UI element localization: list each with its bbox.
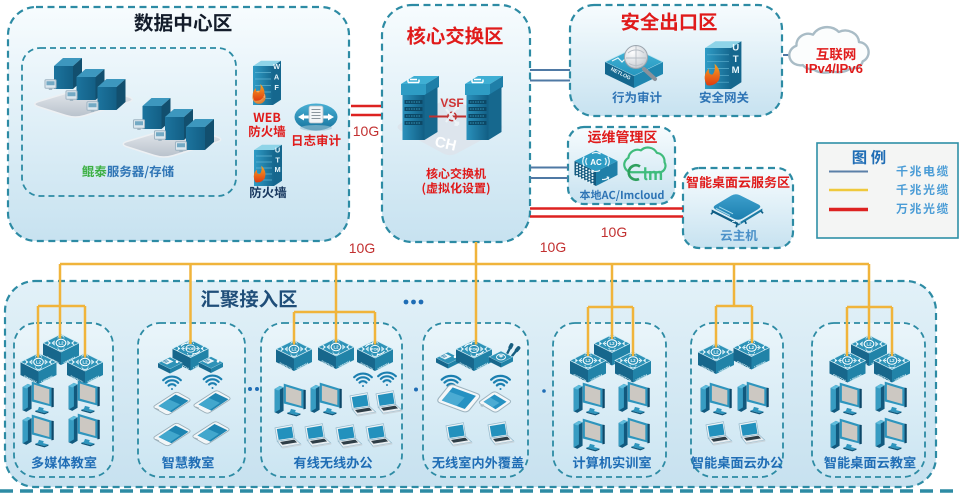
- svg-text:T: T: [275, 155, 280, 164]
- svg-text:L2: L2: [585, 358, 591, 363]
- svg-text:L2: L2: [609, 341, 615, 346]
- svg-text:10500M: 10500M: [718, 365, 731, 374]
- svg-text:10500M: 10500M: [338, 360, 351, 369]
- svg-text:L2: L2: [291, 347, 297, 352]
- svg-text:L2: L2: [866, 342, 872, 347]
- svg-text:L2: L2: [82, 360, 88, 365]
- svg-text:SWITCH: SWITCH: [69, 375, 84, 385]
- svg-text:SWITCH: SWITCH: [320, 360, 335, 370]
- svg-text:SWITCH: SWITCH: [278, 362, 293, 372]
- svg-text:10G: 10G: [540, 239, 566, 255]
- svg-text:POE: POE: [371, 347, 380, 352]
- svg-text:CH: CH: [433, 133, 458, 154]
- svg-text:L2: L2: [713, 350, 719, 355]
- svg-text:SWITCH: SWITCH: [359, 362, 374, 372]
- svg-text:T: T: [733, 54, 739, 65]
- svg-text:L2: L2: [630, 358, 636, 363]
- svg-text:F: F: [274, 83, 279, 92]
- svg-text:SWITCH: SWITCH: [572, 373, 587, 383]
- svg-text:L2: L2: [333, 345, 339, 350]
- svg-text:10500M: 10500M: [296, 362, 309, 371]
- svg-text:L2: L2: [36, 360, 42, 365]
- svg-text:10G: 10G: [601, 224, 627, 240]
- svg-text:10500M: 10500M: [753, 361, 766, 370]
- svg-text:10500M: 10500M: [590, 374, 603, 383]
- svg-text:SWITCH: SWITCH: [23, 375, 38, 385]
- svg-text:M: M: [275, 165, 281, 174]
- svg-text:POE: POE: [186, 346, 195, 351]
- svg-text:10500M: 10500M: [894, 374, 907, 383]
- svg-text:L2: L2: [845, 358, 851, 363]
- svg-text:L2: L2: [749, 345, 755, 350]
- svg-text:U: U: [275, 146, 280, 155]
- svg-text:L2: L2: [889, 358, 895, 363]
- svg-text:U: U: [732, 43, 739, 54]
- svg-text:10500M: 10500M: [40, 375, 53, 384]
- svg-text:M: M: [732, 65, 740, 76]
- svg-text:SWITCH: SWITCH: [832, 373, 847, 383]
- svg-text:IPv4/IPv6: IPv4/IPv6: [805, 61, 863, 76]
- svg-text:SWITCH: SWITCH: [876, 373, 891, 383]
- svg-text:SWITCH: SWITCH: [700, 365, 715, 375]
- svg-text:SWITCH: SWITCH: [458, 362, 473, 372]
- svg-text:SWITCH: SWITCH: [617, 373, 632, 383]
- svg-text:10500M: 10500M: [476, 362, 489, 371]
- svg-text:10500M: 10500M: [87, 375, 100, 384]
- svg-text:L2: L2: [58, 341, 64, 346]
- svg-text:VSF: VSF: [440, 96, 463, 110]
- svg-text:W: W: [273, 62, 280, 71]
- svg-text:SWITCH: SWITCH: [736, 360, 751, 370]
- svg-text:10500M: 10500M: [377, 362, 390, 371]
- svg-text:10G: 10G: [353, 123, 379, 139]
- svg-text:A: A: [274, 73, 280, 82]
- svg-text:SWITCH: SWITCH: [175, 361, 190, 371]
- svg-text:POE: POE: [470, 347, 479, 352]
- svg-text:AC: AC: [590, 158, 602, 167]
- svg-text:10500M: 10500M: [635, 374, 648, 383]
- svg-text:10G: 10G: [349, 240, 375, 256]
- svg-text:10500M: 10500M: [849, 374, 862, 383]
